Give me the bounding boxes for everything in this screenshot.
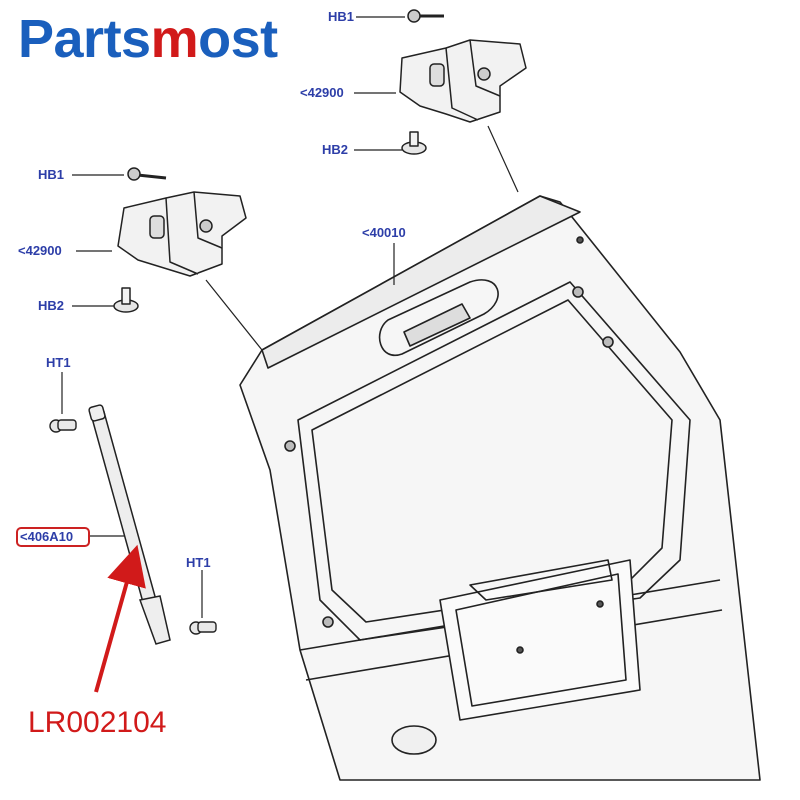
ball-studs xyxy=(49,419,217,635)
callout-hb2-top: HB2 xyxy=(322,142,349,157)
callout-ht1-left: HT1 xyxy=(46,355,71,370)
callout-hb1-left: HB1 xyxy=(38,167,65,182)
callout-hinge-top: <42900 xyxy=(300,85,344,100)
callout-hb2-left: HB2 xyxy=(38,298,65,313)
hinge-top xyxy=(399,9,527,155)
strut-highlight-box xyxy=(16,527,90,547)
callout-tailgate: <40010 xyxy=(362,225,406,240)
brand-text-st: st xyxy=(230,9,279,69)
leader-lines xyxy=(61,16,519,618)
gas-strut xyxy=(88,404,171,645)
callout-strut: <406A10 xyxy=(20,529,74,544)
hinge-left xyxy=(113,167,247,313)
brand-logo: Partsmost xyxy=(18,12,278,66)
callout-ht1-right: HT1 xyxy=(186,555,211,570)
brand-text-parts: Parts xyxy=(18,9,151,69)
brand-text-o: o xyxy=(198,9,231,69)
part-number: LR002104 xyxy=(28,706,167,739)
tailgate-panel xyxy=(239,195,761,781)
callout-hb1-top: HB1 xyxy=(328,9,355,24)
brand-text-m: m xyxy=(150,9,199,69)
callout-hinge-left: <42900 xyxy=(18,243,62,258)
pointer-arrow xyxy=(94,544,146,693)
